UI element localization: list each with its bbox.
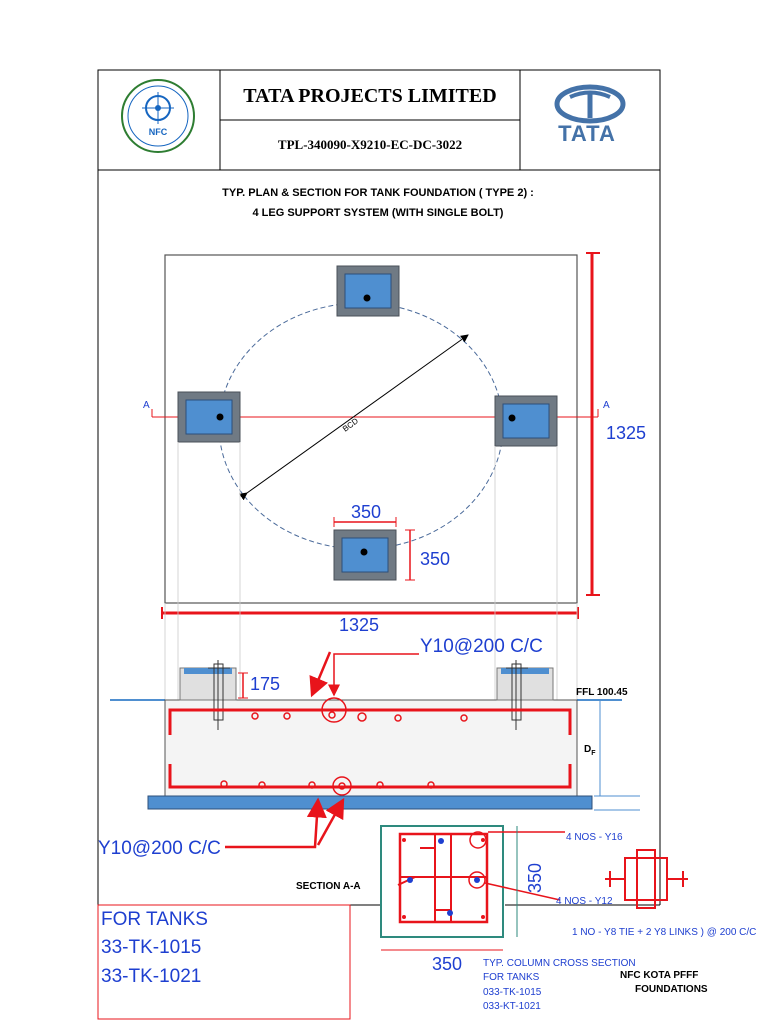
pedestal-section-height-label: 175 (250, 674, 280, 694)
column-caption-2: FOR TANKS (483, 972, 540, 983)
project-line-2: FOUNDATIONS (635, 984, 708, 995)
pedestal-height-label: 350 (420, 549, 450, 569)
tanks-box (97, 904, 351, 1020)
footing-body (164, 699, 578, 797)
top-rebar (168, 708, 572, 735)
column-outline (380, 825, 504, 938)
pedestal-bottom (333, 529, 397, 581)
column-cross-section: 4 NOS - Y16 4 NOS - Y12 1 NO - Y8 TIE + … (380, 825, 756, 1012)
project-line-1: NFC KOTA PFFF (620, 970, 698, 981)
foundation-plan: A A BCD 350 (143, 252, 646, 700)
plan-title-line2: 4 LEG SUPPORT SYSTEM (WITH SINGLE BOLT) (253, 207, 504, 219)
tie-sketch (605, 849, 688, 909)
section-marker-right: A (603, 400, 610, 411)
ffl-label: FFL 100.45 (576, 687, 628, 698)
distribution-bars (220, 712, 468, 789)
section-label: SECTION A-A (296, 881, 361, 892)
foundation-outline (164, 254, 578, 604)
tanks-note: FOR TANKS 33-TK-1015 33-TK-1021 (97, 904, 351, 1020)
section-view: Y10@200 C/C Y10@200 C/C 175 FFL 100.45 D… (98, 636, 640, 892)
column-width-label: 350 (432, 954, 462, 974)
depth-main: D (584, 744, 591, 755)
main-bars (407, 838, 480, 916)
title-block: TATA PROJECTS LIMITED TPL-340090-X9210-E… (97, 69, 661, 171)
depth-label: DF (584, 744, 596, 757)
bcd-dimension-line (238, 334, 469, 501)
main-bars-label: 4 NOS - Y16 (566, 832, 623, 843)
ties-label: 1 NO - Y8 TIE + 2 Y8 LINKS ) @ 200 C/C (572, 927, 756, 938)
rebar-top-label: Y10@200 C/C (420, 636, 543, 657)
tank-id-1: 33-TK-1015 (101, 937, 201, 958)
pedestal-top (336, 265, 400, 317)
pedestal-right (494, 395, 558, 447)
column-caption-3: 033-TK-1015 (483, 987, 542, 998)
section-marker-left: A (143, 400, 150, 411)
depth-subscript: F (591, 750, 596, 757)
column-caption-1: TYP. COLUMN CROSS SECTION (483, 958, 636, 969)
nfc-logo: NFC (121, 79, 195, 153)
bcd-label: BCD (341, 416, 360, 433)
company-title: TATA PROJECTS LIMITED (243, 85, 496, 107)
projection-lines (164, 442, 578, 700)
plan-title-line1: TYP. PLAN & SECTION FOR TANK FOUNDATION … (222, 187, 534, 199)
extra-bars-label: 4 NOS - Y12 (556, 896, 613, 907)
tanks-title: FOR TANKS (101, 909, 208, 930)
tata-wordmark: TATA (558, 121, 616, 146)
tata-logo: TATA (554, 84, 626, 146)
column-height-label: 350 (525, 863, 545, 893)
tank-id-2: 33-TK-1021 (101, 966, 201, 987)
bottom-rebar (168, 764, 572, 789)
pcc-base (147, 795, 593, 810)
foundation-length-label: 1325 (606, 423, 646, 443)
rebar-bottom-label: Y10@200 C/C (98, 838, 221, 859)
column-caption-4: 033-KT-1021 (483, 1001, 541, 1012)
pedestal-width-label: 350 (351, 502, 381, 522)
document-number: TPL-340090-X9210-EC-DC-3022 (278, 137, 462, 152)
nfc-logo-text: NFC (149, 127, 168, 137)
pedestal-left (177, 391, 241, 443)
foundation-width-label: 1325 (339, 615, 379, 635)
